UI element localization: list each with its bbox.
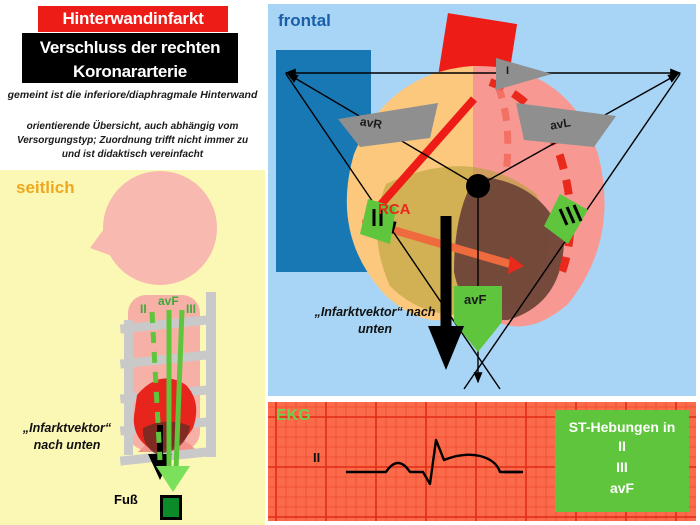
lead-axis-II — [149, 311, 163, 461]
st-elevation-lead-avF: avF — [609, 480, 635, 496]
lateral-lead-label-III: III — [186, 302, 197, 316]
ekg-waveform — [346, 438, 520, 486]
lead-II-axis — [285, 73, 501, 390]
lateral-view-label: seitlich — [16, 178, 75, 197]
lateral-view-graphic — [90, 171, 217, 520]
lead-axis-lines — [149, 309, 190, 492]
note-primary: gemeint ist die inferiore/diaphragmale H… — [7, 89, 258, 101]
head-shape — [90, 171, 217, 285]
lead-vector-arrowhead — [156, 466, 190, 492]
lead-marker-II — [360, 199, 396, 244]
frontal-infarct-vector-arrow — [428, 216, 464, 370]
ekg-panel: EKG II ST-Hebungen in II III avF — [268, 402, 696, 521]
electrode-flag-avL — [516, 103, 616, 147]
electrode-flag-avR — [338, 103, 438, 147]
frontal-view-graphic — [276, 13, 682, 390]
page-title-red: Hinterwandinfarkt — [38, 6, 228, 32]
frontal-view-panel: frontal — [268, 4, 696, 396]
lateral-lead-label-II: II — [140, 302, 147, 316]
frontal-infarct-vector-caption: „Infarktvektor“ nach unten — [314, 305, 436, 336]
header-block: Hinterwandinfarkt Verschluss der rechten… — [0, 0, 265, 170]
electrode-flag-I — [496, 58, 552, 90]
lead-axis-III — [173, 309, 185, 471]
lateral-infarct-vector-caption: „Infarktvektor“ nach unten — [22, 421, 112, 452]
electrode-label-avF: avF — [464, 292, 487, 307]
lead-marker-avF — [454, 286, 502, 352]
note-secondary: orientierende Übersicht, auch abhängig v… — [16, 121, 249, 160]
page-subtitle-black: Verschluss der rechten Koronararterie — [22, 33, 238, 83]
st-elevation-lead-II: II — [618, 438, 626, 454]
lad-dashed-branch — [494, 84, 512, 175]
st-elevation-heading: ST-Hebungen in — [568, 419, 676, 435]
ekg-lead-label: II — [313, 450, 321, 465]
foot-electrode-label: Fuß — [114, 492, 138, 507]
frontal-view-label: frontal — [278, 11, 331, 30]
ekg-panel-label: EKG — [276, 407, 311, 424]
electrode-label-I: I — [506, 65, 510, 77]
st-elevation-box: ST-Hebungen in II III avF — [555, 410, 689, 512]
lateral-view-panel: seitlich — [0, 170, 265, 525]
st-elevation-lead-III: III — [616, 459, 628, 475]
rca-artery-label: RCA — [378, 201, 411, 218]
foot-electrode — [160, 495, 182, 520]
heart-center-dot — [466, 174, 490, 198]
lateral-lead-label-avF: avF — [158, 294, 179, 308]
lead-marker-ticks — [372, 204, 583, 226]
